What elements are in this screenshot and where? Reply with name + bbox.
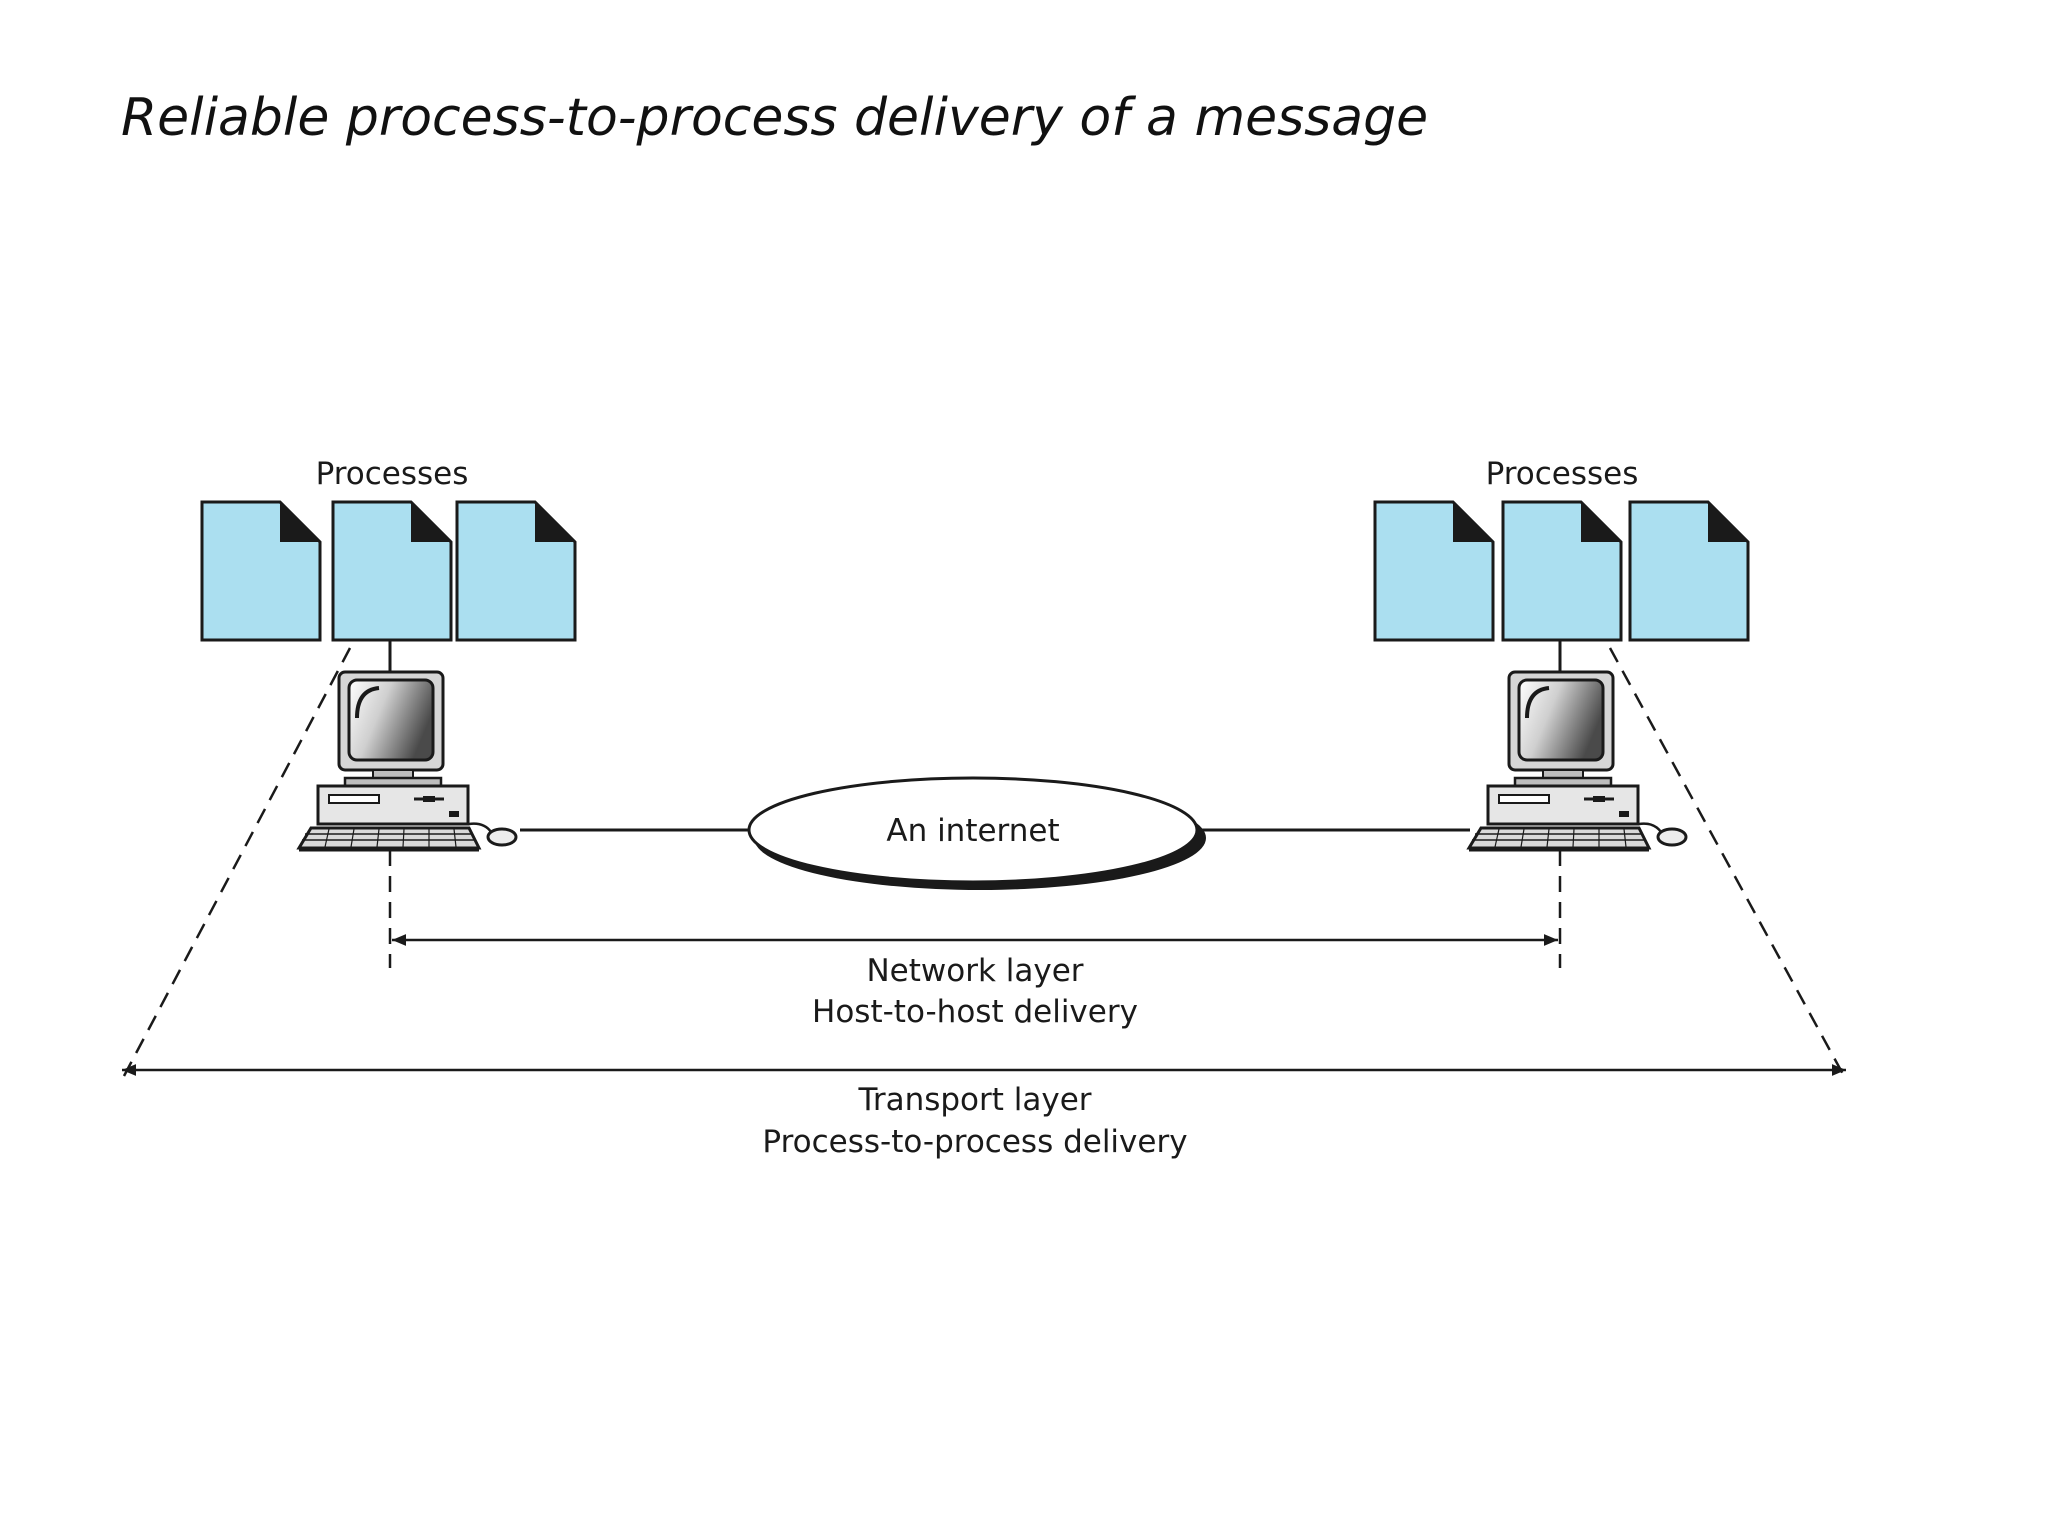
left-processes-label: Processes [316,456,469,492]
transport-layer-sublabel: Process-to-process delivery [762,1124,1187,1160]
process-icon [331,500,453,642]
internet-label: An internet [886,813,1059,849]
right-processes-label: Processes [1486,456,1639,492]
internet-cloud: An internet [747,776,1206,890]
network-layer-sublabel: Host-to-host delivery [812,994,1138,1030]
process-icon [1628,500,1750,642]
process-icon [200,500,322,642]
process-icon [455,500,577,642]
transport-layer-label: Transport layer [857,1082,1091,1118]
page-title: Reliable process-to-process delivery of … [121,88,1429,148]
network-layer-label: Network layer [866,953,1083,989]
right-processes [1373,500,1750,642]
right-transport-boundary [1608,647,1846,1077]
process-icon [1373,500,1495,642]
left-processes [200,500,577,642]
left-computer-icon [297,670,518,852]
process-icon [1501,500,1623,642]
right-computer-icon [1467,670,1688,852]
left-transport-boundary [122,647,352,1077]
